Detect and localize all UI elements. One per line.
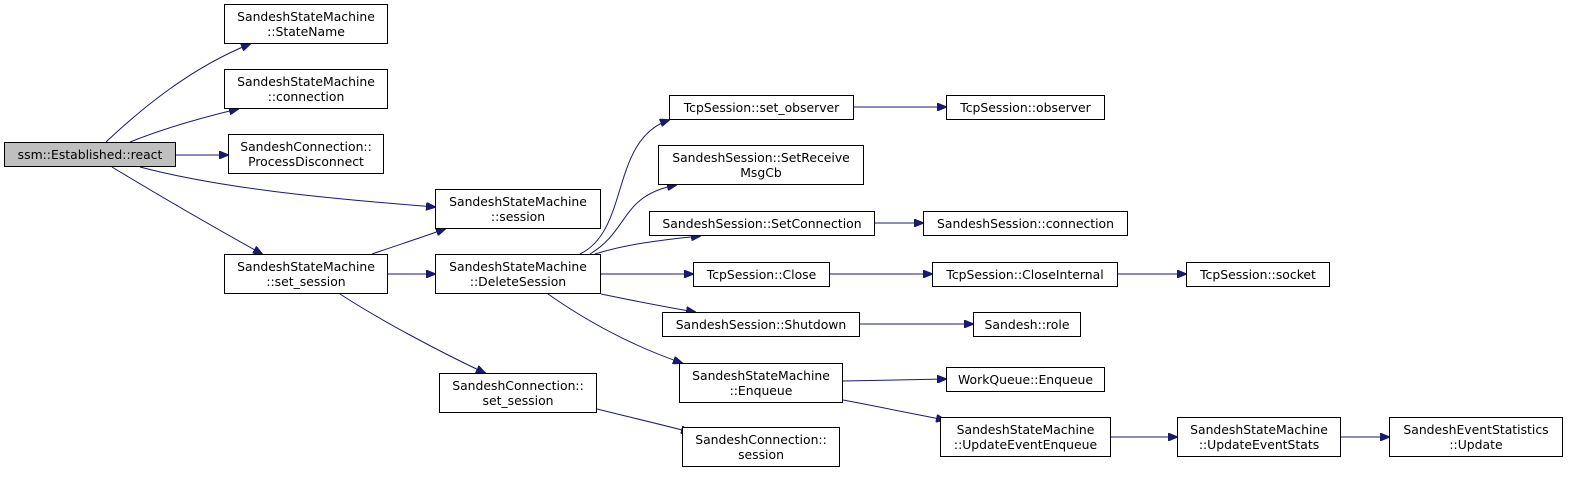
- call-edge-delete-session-to-set-receive-msgcb: [589, 185, 676, 255]
- node-line: TcpSession::CloseInternal: [946, 267, 1104, 282]
- node-established-react: ssm::Established::react: [4, 142, 176, 167]
- node-line: SandeshConnection::: [240, 139, 372, 154]
- node-line: SandeshStateMachine: [449, 259, 587, 274]
- call-edge-established-react-to-ssm-session: [139, 166, 435, 207]
- node-workqueue-enqueue[interactable]: WorkQueue::Enqueue: [946, 367, 1105, 392]
- node-line: MsgCb: [740, 165, 782, 180]
- node-line: ::Enqueue: [729, 383, 793, 398]
- call-edge-established-react-to-ssm-connection: [129, 109, 238, 143]
- node-line: ::UpdateEventStats: [1198, 437, 1320, 452]
- node-process-disconnect[interactable]: SandeshConnection:: ProcessDisconnect: [228, 134, 384, 174]
- call-edge-ssm-set-session-to-conn-set-session: [339, 293, 485, 373]
- call-edge-ssm-enqueue-to-workqueue-enqueue: [842, 379, 946, 381]
- node-ssm-session[interactable]: SandeshStateMachine ::session: [435, 189, 601, 229]
- node-update-event-stats[interactable]: SandeshStateMachine ::UpdateEventStats: [1177, 417, 1341, 457]
- node-line: SandeshStateMachine: [692, 368, 830, 383]
- call-edge-conn-set-session-to-conn-session: [596, 408, 690, 432]
- node-conn-set-session[interactable]: SandeshConnection:: set_session: [439, 373, 597, 413]
- node-line: TcpSession::set_observer: [683, 100, 840, 115]
- call-edge-established-react-to-ssm-set-session: [111, 166, 262, 254]
- node-ssm-enqueue[interactable]: SandeshStateMachine ::Enqueue: [679, 363, 843, 403]
- node-line: ::UpdateEventEnqueue: [953, 437, 1098, 452]
- node-ssm-set-session[interactable]: SandeshStateMachine ::set_session: [224, 254, 388, 294]
- node-session-connection[interactable]: SandeshSession::connection: [923, 211, 1128, 236]
- node-line: TcpSession::observer: [960, 100, 1091, 115]
- call-edge-ssm-set-session-to-ssm-session: [371, 229, 445, 255]
- node-tcp-observer[interactable]: TcpSession::observer: [946, 95, 1105, 120]
- node-line: ::Update: [1449, 437, 1503, 452]
- node-line: TcpSession::socket: [1200, 267, 1316, 282]
- node-set-receive-msgcb[interactable]: SandeshSession::SetReceive MsgCb: [658, 145, 864, 185]
- node-line: SandeshConnection::: [452, 378, 584, 393]
- node-line: ::StateName: [267, 24, 345, 39]
- node-ssm-connection[interactable]: SandeshStateMachine ::connection: [224, 69, 388, 109]
- node-update-event-enqueue[interactable]: SandeshStateMachine ::UpdateEventEnqueue: [940, 417, 1111, 457]
- node-sandesh-role[interactable]: Sandesh::role: [973, 312, 1081, 337]
- call-edge-delete-session-to-tcp-set-observer: [579, 120, 669, 255]
- node-line: ::set_session: [266, 274, 346, 289]
- call-edge-delete-session-to-session-shutdown: [600, 293, 695, 312]
- node-line: session: [738, 447, 784, 462]
- node-line: SandeshStateMachine: [956, 422, 1095, 437]
- node-line: ::session: [490, 209, 546, 224]
- node-line: Sandesh::role: [984, 317, 1070, 332]
- node-line: SandeshStateMachine: [1190, 422, 1328, 437]
- node-event-statistics-update[interactable]: SandeshEventStatistics ::Update: [1389, 417, 1563, 457]
- node-line: SandeshSession::Shutdown: [675, 317, 847, 332]
- node-line: ::DeleteSession: [469, 274, 567, 289]
- node-line: SandeshSession::connection: [936, 216, 1114, 231]
- node-line: SandeshStateMachine: [237, 259, 375, 274]
- node-line: WorkQueue::Enqueue: [958, 372, 1093, 387]
- node-line: ::connection: [267, 89, 345, 104]
- node-line: SandeshStateMachine: [237, 74, 375, 89]
- node-line: SandeshEventStatistics: [1403, 422, 1549, 437]
- node-line: SandeshStateMachine: [449, 194, 587, 209]
- node-line: SandeshStateMachine: [237, 9, 375, 24]
- node-line: ProcessDisconnect: [248, 154, 364, 169]
- call-edge-ssm-enqueue-to-update-event-enqueue: [842, 399, 945, 420]
- node-tcp-socket[interactable]: TcpSession::socket: [1186, 262, 1330, 287]
- call-edge-delete-session-to-set-connection: [594, 236, 700, 255]
- node-conn-session[interactable]: SandeshConnection:: session: [682, 427, 840, 467]
- node-line: SandeshSession::SetReceive: [672, 150, 850, 165]
- call-edge-delete-session-to-ssm-enqueue: [547, 293, 682, 363]
- node-tcp-set-observer[interactable]: TcpSession::set_observer: [669, 95, 854, 120]
- node-line: ssm::Established::react: [17, 147, 163, 162]
- node-tcp-close[interactable]: TcpSession::Close: [693, 262, 830, 287]
- node-line: SandeshSession::SetConnection: [662, 216, 862, 231]
- node-delete-session[interactable]: SandeshStateMachine ::DeleteSession: [435, 254, 601, 294]
- call-edge-established-react-to-state-name: [105, 44, 250, 143]
- node-line: set_session: [482, 393, 554, 408]
- node-line: TcpSession::Close: [706, 267, 817, 282]
- node-session-shutdown[interactable]: SandeshSession::Shutdown: [662, 312, 860, 337]
- node-state-name[interactable]: SandeshStateMachine ::StateName: [224, 4, 388, 44]
- node-set-connection[interactable]: SandeshSession::SetConnection: [649, 211, 875, 236]
- node-line: SandeshConnection::: [695, 432, 827, 447]
- node-tcp-close-internal[interactable]: TcpSession::CloseInternal: [932, 262, 1118, 287]
